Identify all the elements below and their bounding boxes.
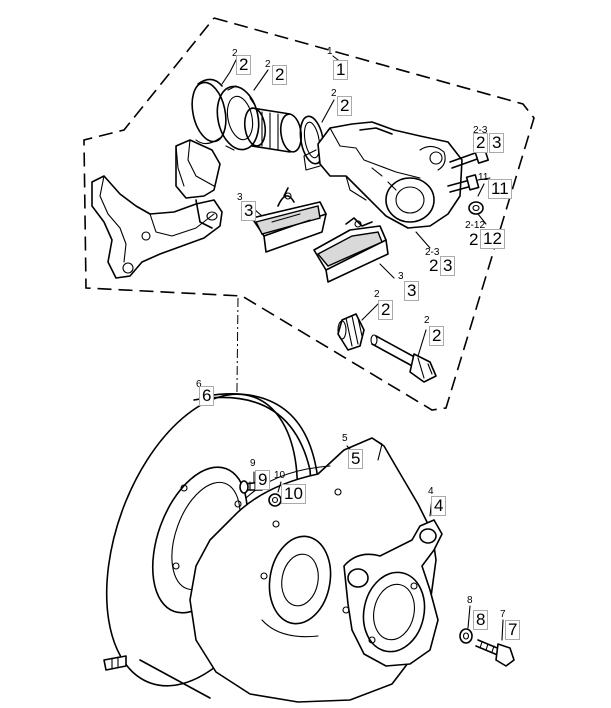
callout-2d-label: 2 [378, 300, 394, 320]
callout-2b-label: 2 [272, 65, 288, 85]
callout-2c-label: 2 [337, 96, 353, 116]
rim-fragment [103, 655, 127, 671]
callout-3b-small: 3 [398, 271, 404, 282]
callout-23a-small: 2-3 [473, 125, 488, 136]
callout-3b-label: 3 [404, 281, 420, 301]
caliper-body [303, 121, 463, 229]
callout-1-small: 1 [327, 46, 333, 57]
callout-7-label: 7 [505, 620, 521, 640]
callout-212-label: 2 [469, 230, 479, 249]
callout-23b-label2: 3 [440, 256, 456, 276]
callout-2e-label: 2 [429, 326, 445, 346]
callout-2d-small: 2 [374, 289, 380, 300]
callout-6-label: 6 [199, 386, 215, 406]
bleed-cap [468, 201, 484, 215]
callout-6-small: 6 [196, 379, 202, 390]
callout-3a-label: 3 [241, 201, 257, 221]
callout-7-small: 7 [500, 609, 506, 620]
guide-pin-bolt [370, 334, 437, 383]
callout-2e-small: 2 [424, 315, 430, 326]
disc-washer [268, 493, 282, 507]
guide-pin-boot [337, 313, 365, 351]
callout-23b-small: 2-3 [425, 247, 440, 258]
callout-23a-label: 2 [473, 133, 489, 153]
callout-212-label2: 12 [480, 229, 505, 249]
callout-10-small: 10 [274, 470, 286, 481]
callout-2b-small: 2 [265, 59, 271, 70]
callout-8-small: 8 [467, 595, 473, 606]
callout-2a-small: 2 [232, 48, 238, 59]
boot-ring [216, 85, 260, 151]
callout-212-small: 2-12 [465, 220, 486, 231]
caliper-bracket [91, 139, 223, 279]
callout-23b-label: 2 [429, 256, 439, 275]
callout-9-label: 9 [255, 470, 271, 490]
callout-5-label: 5 [348, 449, 364, 469]
callout-3a-small: 3 [237, 192, 243, 203]
hub-carrier [343, 519, 443, 667]
mount-bolt [475, 639, 515, 667]
callout-23a-label2: 3 [489, 133, 505, 153]
bleed-screw [447, 174, 491, 193]
dust-boot [191, 78, 227, 145]
caliper-group-outline [83, 17, 535, 411]
callout-8-label: 8 [473, 610, 489, 630]
callout-11-label: 11 [488, 179, 512, 199]
callout-4-label: 4 [431, 496, 447, 516]
callout-11-small: 11 [478, 172, 489, 183]
callout-1-label: 1 [333, 60, 349, 80]
callout-2c-small: 2 [331, 88, 337, 99]
callout-5-small: 5 [342, 433, 348, 444]
callout-4-small: 4 [428, 486, 434, 497]
brake-pad-upper [251, 187, 327, 253]
callout-2a-label: 2 [236, 55, 252, 75]
callout-9-small: 9 [250, 458, 256, 469]
brake-pad-lower [313, 217, 389, 283]
mount-washer [459, 628, 473, 644]
callout-10-label: 10 [281, 484, 306, 504]
